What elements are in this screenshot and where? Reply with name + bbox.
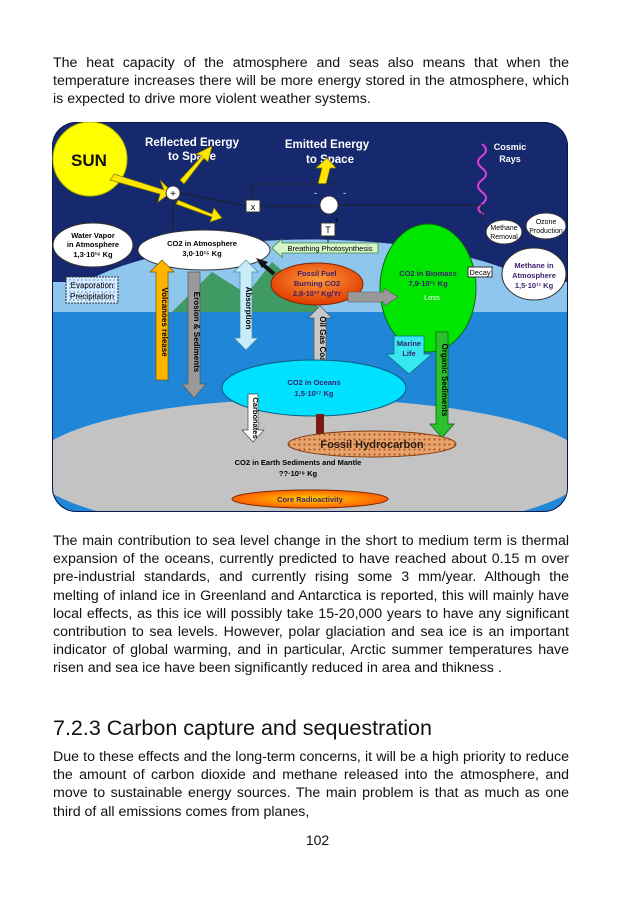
- erosion-label: Erosion & Sediments: [192, 292, 201, 373]
- co2-oceans-amount: 1,5·10¹⁷ Kg: [295, 389, 334, 398]
- emitted-energy-arrow: [315, 157, 337, 185]
- page-number: 102: [305, 832, 330, 848]
- fossil-fuel-amount: 2,8·10¹³ Kg/Yr: [293, 289, 341, 298]
- fossil-fuel-node: [270, 262, 364, 306]
- biomass-node: [379, 223, 477, 353]
- absorption-arrow: [233, 259, 259, 351]
- emitted-energy-label-2: to Space: [306, 154, 354, 166]
- methane-amount: 1,5·10¹¹ Kg: [515, 281, 554, 290]
- decay-label: Decay: [469, 268, 491, 277]
- temperature-label: T: [325, 225, 331, 235]
- marine-life-label-2: Life: [402, 349, 415, 358]
- carbon-capture-paragraph: Due to these effects and the long-term c…: [53, 749, 569, 820]
- core-radioactivity-label: Core Radioactivity: [277, 495, 344, 504]
- loss-label: Loss: [424, 293, 440, 302]
- evaporation-precipitation-box: [65, 276, 119, 304]
- multiply-label: x: [251, 202, 256, 212]
- precipitation-label: Precipitation: [70, 292, 114, 301]
- fossil-fuel-label: Fossil Fuel: [297, 269, 336, 278]
- biomass-amount: 7,9·10¹⁵ Kg: [408, 279, 448, 288]
- organic-sediments-label: Organic Sediments: [440, 344, 449, 417]
- ozone-label: Ozone: [536, 219, 557, 226]
- earth-sediments-label: CO2 in Earth Sediments and Mantle: [235, 458, 362, 467]
- absorbed-energy-arrow: [175, 199, 223, 223]
- sun-label: SUN: [71, 151, 107, 170]
- ozone-label-2: Production: [529, 228, 563, 235]
- ozone-production-node: [525, 212, 567, 240]
- photosynthesis-arrow: [271, 238, 379, 258]
- water-vapor-label: Water Vapor: [71, 231, 115, 240]
- incoming-energy-arrow: [109, 173, 173, 203]
- methane-atmosphere-node: [501, 247, 567, 301]
- organic-sediments-arrow: [429, 331, 455, 439]
- minus-sign-2: -: [343, 188, 346, 198]
- methane-label-2: Atmosphere: [512, 271, 556, 280]
- carbonates-arrow: [241, 393, 265, 443]
- intro-paragraph: The heat capacity of the atmosphere and …: [53, 55, 569, 108]
- photosynthesis-label: Breathing Photosynthesis: [287, 244, 372, 253]
- fossil-hydrocarbon-node: [287, 430, 457, 458]
- reflected-energy-label: Reflected Energy: [145, 137, 240, 149]
- cosmic-rays-label-2: Rays: [499, 154, 521, 164]
- evaporation-label: Evaporation: [71, 281, 114, 290]
- methane-removal-label-2: Removal: [490, 234, 518, 241]
- decay-box: [467, 266, 493, 278]
- cosmic-ray-wave-icon: [477, 143, 487, 215]
- sea-level-paragraph: The main contribution to sea level chang…: [53, 533, 569, 677]
- volcanoes-arrow: [149, 259, 175, 381]
- water-vapor-node: [52, 222, 134, 268]
- carbon-cycle-diagram: SUN Reflected Energy to Space Emitted En…: [52, 122, 568, 512]
- fossil-hydrocarbon-label: Fossil Hydrocarbon: [320, 439, 424, 451]
- water-vapor-amount: 1,3·10¹⁶ Kg: [73, 250, 113, 259]
- co2-oceans-node: [221, 359, 407, 417]
- marine-life-label: Marine: [397, 339, 421, 348]
- volcanoes-label: Volcanoes release: [160, 287, 169, 357]
- co2-atmosphere-label: CO2 in Atmosphere: [167, 239, 237, 248]
- fossil-fuel-label-2: Burning CO2: [294, 279, 340, 288]
- emitted-energy-label: Emitted Energy: [285, 139, 370, 151]
- methane-removal-node: [485, 219, 523, 245]
- temperature-sum-node: [319, 195, 339, 215]
- sum-node-label: +: [170, 189, 176, 200]
- core-radioactivity-node: [231, 489, 389, 509]
- methane-removal-label: Methane: [490, 225, 517, 232]
- co2-oceans-label: CO2 in Oceans: [287, 378, 340, 387]
- marine-life-arrow: [385, 335, 433, 375]
- section-heading: 7.2.3 Carbon capture and sequestration: [53, 716, 432, 740]
- carbonates-label: Carbonates: [251, 397, 260, 438]
- oil-gas-coal-arrow: [307, 305, 333, 367]
- reflected-energy-arrow: [179, 145, 213, 185]
- co2-atmosphere-node: [137, 229, 271, 271]
- sun-icon: [52, 122, 128, 197]
- absorption-label: Absorption: [244, 287, 253, 330]
- water-vapor-label-2: in Atmosphere: [67, 240, 119, 249]
- minus-sign-1: -: [314, 188, 317, 198]
- methane-label: Methane in: [514, 261, 554, 270]
- biomass-label: CO2 in Biomass: [399, 269, 457, 278]
- oil-gas-coal-label: Oil Gas Coal: [318, 316, 327, 364]
- earth-crust: [52, 399, 568, 512]
- earth-sediments-amount: ??·10¹⁹ Kg: [279, 469, 318, 478]
- erosion-arrow: [181, 271, 207, 399]
- cosmic-rays-label: Cosmic: [494, 142, 527, 152]
- plus-sign: +: [334, 215, 339, 225]
- loss-arrow: [347, 287, 399, 307]
- co2-atmosphere-amount: 3,0·10¹⁵ Kg: [182, 249, 222, 258]
